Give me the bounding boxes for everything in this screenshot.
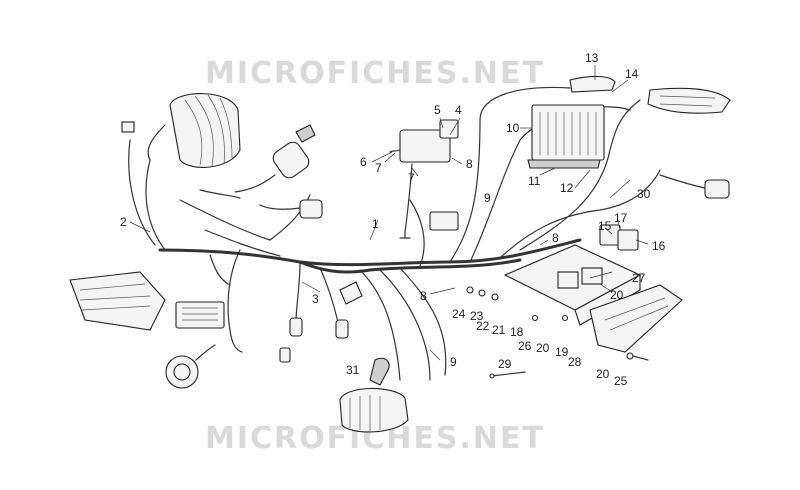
bolt-29: [489, 371, 526, 379]
callout-31: 31: [346, 363, 360, 377]
callout-9a: 9: [484, 191, 491, 205]
callout-19: 19: [555, 345, 569, 359]
voltage-regulator: [175, 301, 225, 329]
callout-24: 24: [452, 307, 466, 321]
callout-4: 4: [455, 103, 462, 117]
callout-8a: 8: [466, 157, 473, 171]
callout-14: 14: [625, 67, 639, 81]
callout-30: 30: [637, 187, 651, 201]
callout-8c: 8: [420, 289, 427, 303]
relays-center: [389, 119, 459, 239]
callout-3: 3: [312, 292, 319, 306]
callout-10: 10: [506, 121, 520, 135]
leader-lines: [129, 65, 649, 361]
tail-lamp-right: [647, 87, 731, 114]
callout-26: 26: [518, 339, 532, 353]
callout-21: 21: [492, 323, 506, 337]
horn: [165, 344, 216, 389]
callout-27: 27: [632, 271, 646, 285]
callout-6: 6: [360, 155, 367, 169]
connector-top-left: [121, 121, 135, 133]
callout-18: 18: [510, 325, 524, 339]
side-stand-switch: [299, 199, 323, 219]
relays-right: [599, 224, 639, 251]
tail-lamp-left: [69, 271, 166, 331]
callout-9b: 9: [450, 355, 457, 369]
callout-2: 2: [120, 215, 127, 229]
callout-13: 13: [585, 51, 599, 65]
callout-15: 15: [598, 219, 612, 233]
instrument-cluster: [121, 93, 241, 168]
callout-29: 29: [498, 357, 512, 371]
callout-labels: 1 2 3 4 5 6 7 7 8 8 8 9 9 10 11 12 13 14…: [120, 51, 666, 388]
callout-22: 22: [476, 319, 490, 333]
callout-20c: 20: [596, 367, 610, 381]
cdi-box: [589, 284, 683, 353]
sensors: [279, 281, 363, 363]
starter-motor: [339, 357, 409, 433]
callout-20b: 20: [536, 341, 550, 355]
callout-11: 11: [528, 174, 541, 188]
callout-7a: 7: [375, 161, 382, 175]
electrical-panel: [503, 244, 642, 326]
watermark-top: MICROFICHES.NET: [205, 56, 545, 91]
callout-25: 25: [614, 374, 628, 388]
main-harness: [128, 86, 661, 381]
callout-17: 17: [614, 211, 628, 225]
callout-7b: 7: [408, 171, 415, 185]
ignition-switch: [234, 124, 323, 219]
callout-23: 23: [470, 309, 484, 323]
callout-20a: 20: [610, 288, 624, 302]
rear-indicator: [659, 174, 730, 199]
battery: [527, 75, 616, 169]
callout-12: 12: [560, 181, 574, 195]
callout-5: 5: [434, 103, 441, 117]
callout-8b: 8: [552, 231, 559, 245]
fasteners: [466, 286, 649, 361]
callout-1: 1: [372, 217, 379, 231]
callout-28: 28: [568, 355, 582, 369]
callout-16: 16: [652, 239, 666, 253]
